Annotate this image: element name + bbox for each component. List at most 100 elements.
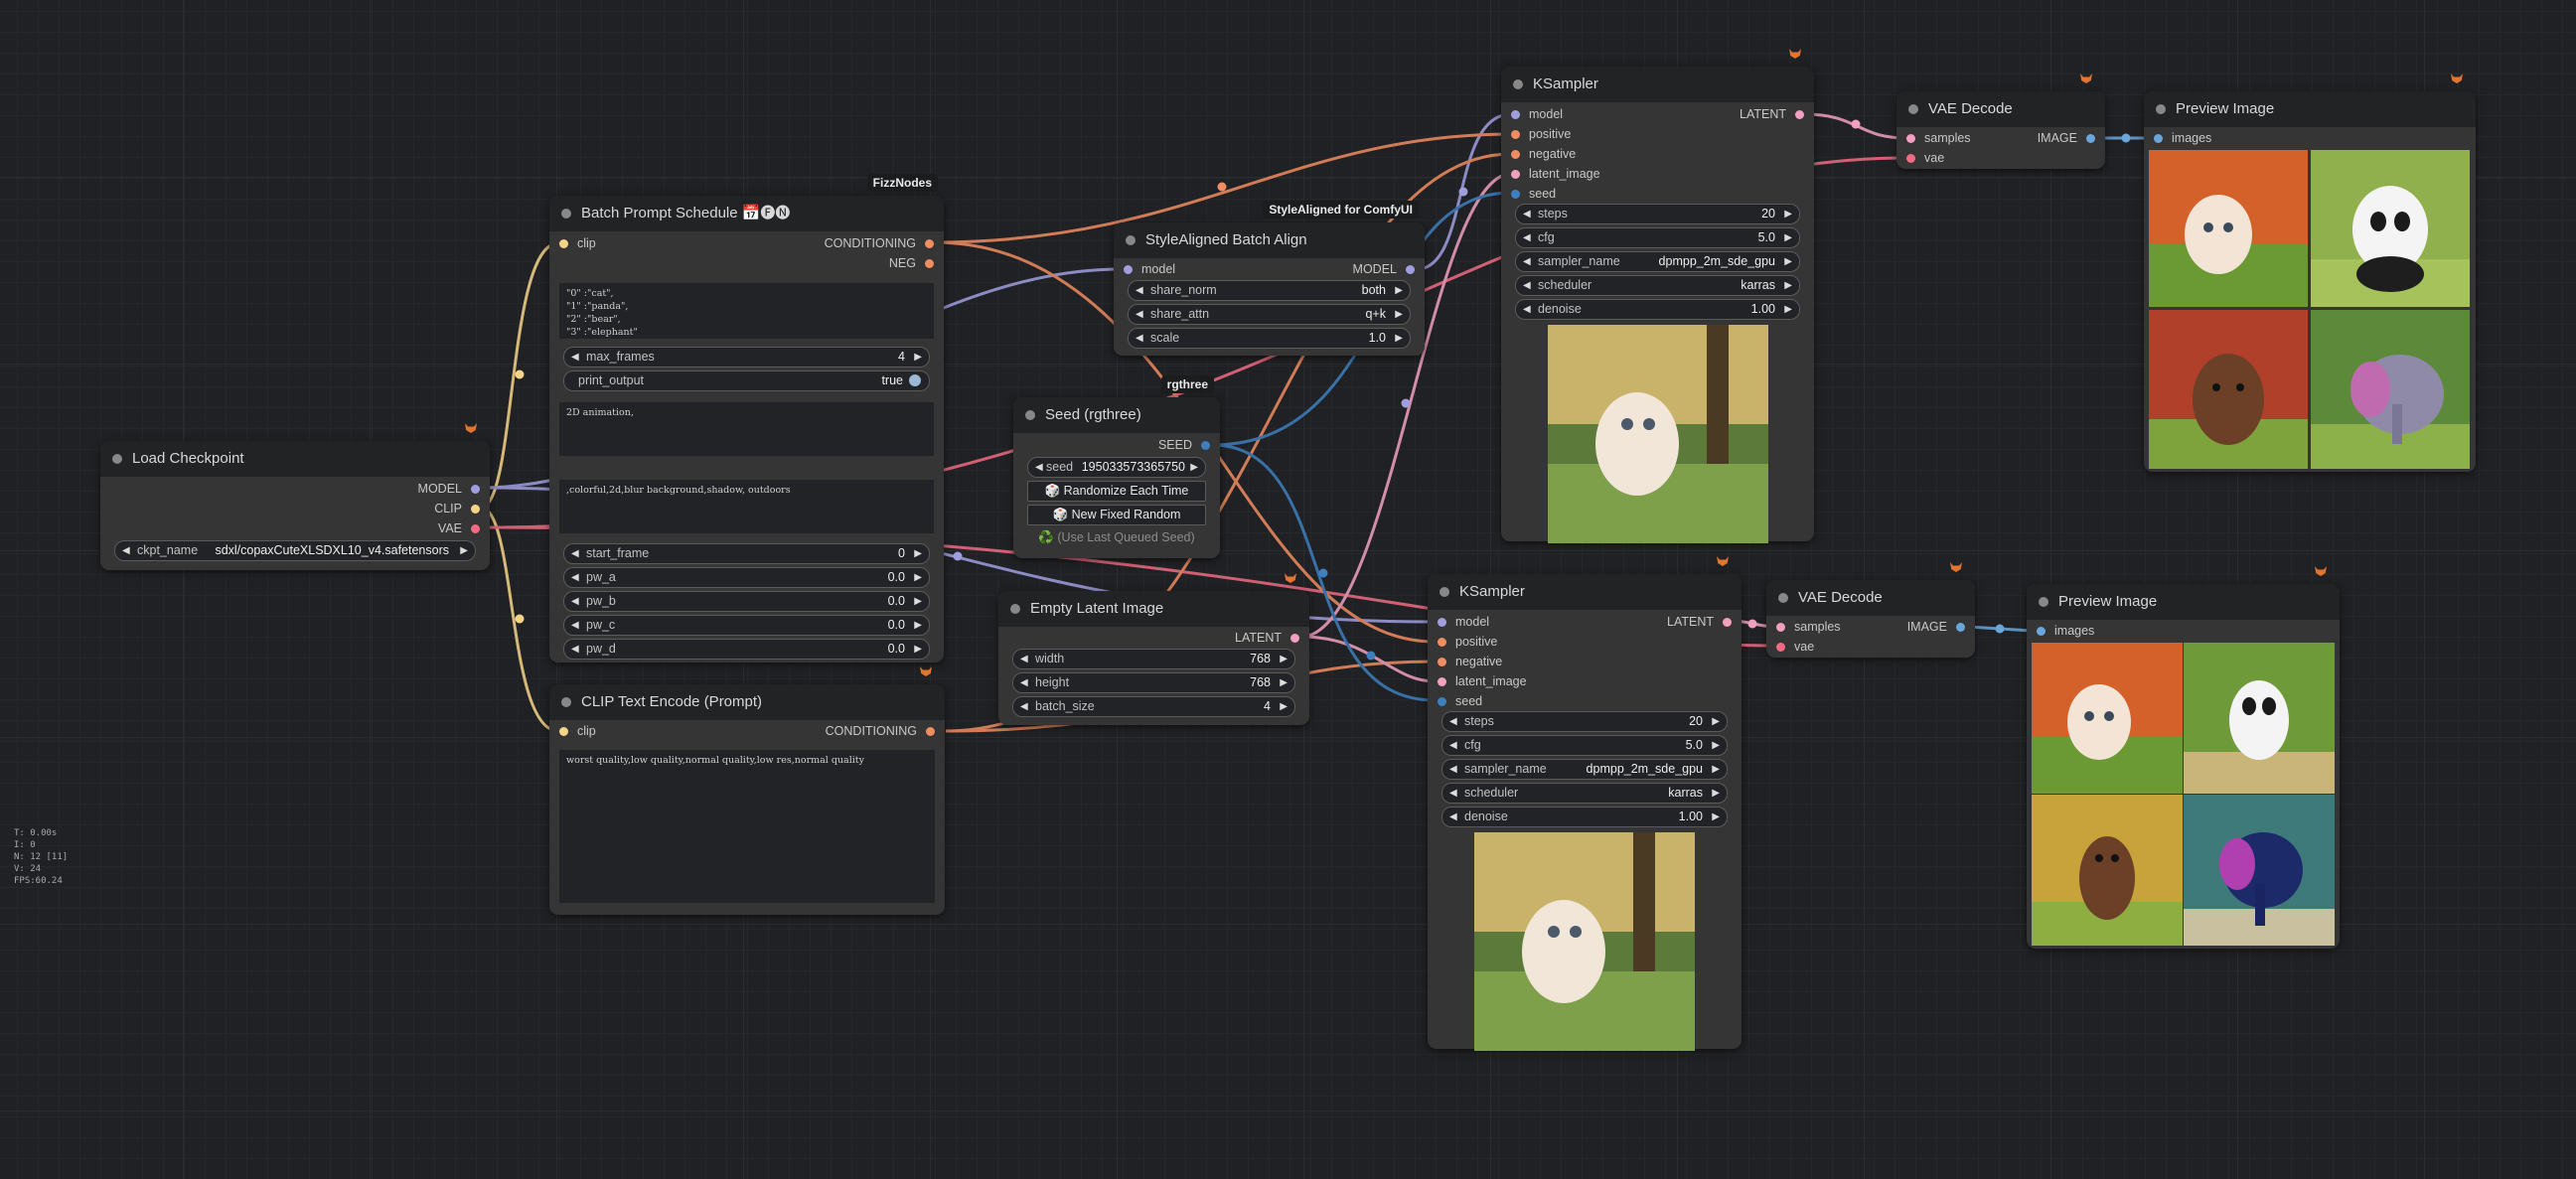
negative-prompt-text[interactable]: worst quality,low quality,normal quality… bbox=[559, 750, 935, 903]
slot-dot-icon[interactable] bbox=[1511, 110, 1520, 120]
arrow-right-icon[interactable]: ▶ bbox=[914, 572, 922, 583]
node-title[interactable]: KSampler bbox=[1501, 67, 1814, 102]
input-positive[interactable]: positive bbox=[1511, 124, 1571, 144]
slot-dot-icon[interactable] bbox=[2086, 134, 2095, 144]
arrow-left-icon[interactable]: ◀ bbox=[122, 545, 130, 556]
input-model[interactable]: model bbox=[1438, 612, 1489, 632]
input-negative[interactable]: negative bbox=[1511, 144, 1576, 164]
input-vae[interactable]: vae bbox=[1906, 148, 1944, 168]
slot-dot-icon[interactable] bbox=[1906, 134, 1915, 144]
arrow-left-icon[interactable]: ◀ bbox=[571, 548, 579, 559]
arrow-left-icon[interactable]: ◀ bbox=[571, 644, 579, 655]
slot-dot-icon[interactable] bbox=[1776, 643, 1785, 653]
input-images[interactable]: images bbox=[2154, 128, 2211, 148]
output-conditioning[interactable]: CONDITIONING bbox=[826, 721, 935, 741]
slot-dot-icon[interactable] bbox=[1290, 634, 1299, 644]
node-title[interactable]: Empty Latent Image bbox=[998, 591, 1309, 627]
node-title[interactable]: Preview Image bbox=[2144, 91, 2476, 127]
arrow-right-icon[interactable]: ▶ bbox=[1190, 462, 1198, 473]
collapse-dot-icon[interactable] bbox=[1778, 593, 1788, 603]
node-vae-decode-1[interactable]: VAE Decode samples vae IMAGE bbox=[1896, 91, 2105, 169]
input-latent-image[interactable]: latent_image bbox=[1511, 164, 1600, 184]
new-fixed-random-button[interactable]: 🎲 New Fixed Random bbox=[1027, 505, 1206, 525]
arrow-left-icon[interactable]: ◀ bbox=[1523, 304, 1531, 315]
collapse-dot-icon[interactable] bbox=[1440, 587, 1449, 597]
arrow-right-icon[interactable]: ▶ bbox=[1280, 677, 1288, 688]
output-conditioning[interactable]: CONDITIONING bbox=[825, 233, 934, 253]
pre-text-area[interactable]: 2D animation, bbox=[559, 402, 934, 456]
node-title[interactable]: Batch Prompt Schedule 📅🅕🅝 bbox=[549, 196, 944, 231]
input-clip[interactable]: clip bbox=[559, 233, 596, 253]
node-ksampler-2[interactable]: KSampler model positive negative latent_… bbox=[1428, 574, 1742, 1051]
arrow-right-icon[interactable]: ▶ bbox=[1395, 309, 1403, 320]
arrow-right-icon[interactable]: ▶ bbox=[460, 545, 468, 556]
arrow-right-icon[interactable]: ▶ bbox=[1280, 701, 1288, 712]
collapse-dot-icon[interactable] bbox=[561, 697, 571, 707]
slot-dot-icon[interactable] bbox=[2154, 134, 2163, 144]
slot-dot-icon[interactable] bbox=[2037, 627, 2046, 637]
arrow-right-icon[interactable]: ▶ bbox=[1784, 209, 1792, 220]
node-load-checkpoint[interactable]: Load Checkpoint MODEL CLIP VAE ◀ckpt_nam… bbox=[100, 441, 490, 570]
arrow-left-icon[interactable]: ◀ bbox=[1020, 677, 1028, 688]
arrow-left-icon[interactable]: ◀ bbox=[1523, 209, 1531, 220]
input-positive[interactable]: positive bbox=[1438, 632, 1497, 652]
slot-dot-icon[interactable] bbox=[1511, 190, 1520, 200]
slot-dot-icon[interactable] bbox=[1438, 677, 1446, 687]
input-model[interactable]: model bbox=[1124, 259, 1175, 279]
output-image[interactable]: IMAGE bbox=[2038, 128, 2095, 148]
output-model[interactable]: MODEL bbox=[418, 479, 480, 499]
slot-dot-icon[interactable] bbox=[1795, 110, 1804, 120]
input-clip[interactable]: clip bbox=[559, 721, 596, 741]
arrow-right-icon[interactable]: ▶ bbox=[914, 596, 922, 607]
arrow-right-icon[interactable]: ▶ bbox=[1280, 654, 1288, 664]
toggle-knob-icon[interactable] bbox=[909, 373, 921, 386]
node-title[interactable]: VAE Decode bbox=[1766, 580, 1975, 616]
input-latent-image[interactable]: latent_image bbox=[1438, 671, 1527, 691]
slot-dot-icon[interactable] bbox=[1438, 658, 1446, 667]
slot-dot-icon[interactable] bbox=[471, 505, 480, 515]
arrow-left-icon[interactable]: ◀ bbox=[1523, 280, 1531, 291]
output-neg[interactable]: NEG bbox=[889, 253, 934, 273]
output-image[interactable]: IMAGE bbox=[1907, 617, 1965, 637]
arrow-right-icon[interactable]: ▶ bbox=[1784, 280, 1792, 291]
slot-dot-icon[interactable] bbox=[1438, 697, 1446, 707]
node-preview-image-1[interactable]: Preview Image images bbox=[2144, 91, 2476, 472]
arrow-left-icon[interactable]: ◀ bbox=[1449, 764, 1457, 775]
node-vae-decode-2[interactable]: VAE Decode samples vae IMAGE bbox=[1766, 580, 1975, 658]
arrow-right-icon[interactable]: ▶ bbox=[1712, 788, 1720, 799]
arrow-right-icon[interactable]: ▶ bbox=[1395, 285, 1403, 296]
prompt-schedule-text[interactable]: "0" :"cat", "1" :"panda", "2" :"bear", "… bbox=[559, 283, 934, 339]
slot-dot-icon[interactable] bbox=[471, 524, 480, 534]
slot-dot-icon[interactable] bbox=[1124, 265, 1133, 275]
node-preview-image-2[interactable]: Preview Image images bbox=[2027, 584, 2340, 949]
arrow-left-icon[interactable]: ◀ bbox=[571, 596, 579, 607]
arrow-left-icon[interactable]: ◀ bbox=[1449, 788, 1457, 799]
node-title[interactable]: StyleAligned Batch Align bbox=[1114, 222, 1425, 258]
arrow-left-icon[interactable]: ◀ bbox=[1136, 309, 1143, 320]
collapse-dot-icon[interactable] bbox=[561, 209, 571, 219]
arrow-left-icon[interactable]: ◀ bbox=[1136, 333, 1143, 344]
node-stylealigned-batch-align[interactable]: StyleAligned for ComfyUI StyleAligned Ba… bbox=[1114, 201, 1425, 356]
arrow-left-icon[interactable]: ◀ bbox=[1449, 716, 1457, 727]
arrow-left-icon[interactable]: ◀ bbox=[1020, 654, 1028, 664]
output-clip[interactable]: CLIP bbox=[434, 499, 480, 518]
collapse-dot-icon[interactable] bbox=[1010, 604, 1020, 614]
